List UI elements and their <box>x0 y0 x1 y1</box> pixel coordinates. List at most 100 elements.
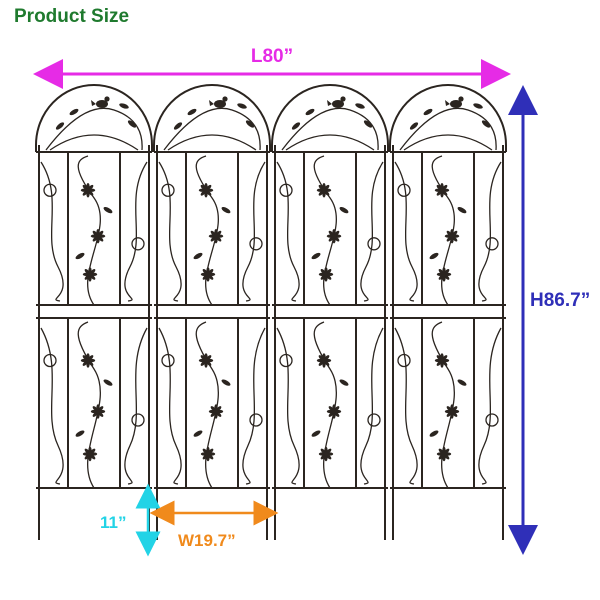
flower-ornament <box>444 404 460 419</box>
leaf-ornament <box>311 430 321 437</box>
length-label: L80” <box>251 46 293 67</box>
leaf-ornament <box>423 108 433 116</box>
trellis-panel <box>153 84 271 540</box>
flower-ornament <box>80 353 96 368</box>
trellis-panel <box>389 84 507 540</box>
scroll-curl <box>279 353 293 368</box>
leaf-ornament <box>187 108 197 116</box>
leaf-ornament <box>429 252 439 260</box>
page-title: Product Size <box>14 6 130 27</box>
center-vine <box>431 155 455 306</box>
flower-ornament <box>80 183 96 198</box>
arch-vine <box>49 134 139 151</box>
flower-ornament <box>318 267 334 282</box>
center-vine <box>195 155 219 306</box>
leaf-ornament <box>221 206 231 214</box>
scroll-curl <box>249 413 263 427</box>
arch-vine <box>167 134 257 151</box>
flower-ornament <box>90 228 106 244</box>
leaf-ornament <box>339 379 349 386</box>
leaf-ornament <box>355 103 365 109</box>
scroll-curl <box>485 237 499 251</box>
side-scroll <box>276 327 300 485</box>
flower-ornament <box>90 404 106 419</box>
arch-vine <box>403 134 493 151</box>
flower-ornament <box>316 183 332 198</box>
panel-arch <box>271 84 389 152</box>
leaf-ornament <box>237 103 247 109</box>
leaf-ornament <box>409 122 419 130</box>
arch-vine <box>281 107 379 151</box>
center-vine <box>77 321 101 489</box>
arch-vine <box>399 107 497 151</box>
leaf-ornament <box>193 430 203 437</box>
leaf-ornament <box>55 122 65 130</box>
leaf-ornament <box>193 252 203 260</box>
center-vine <box>431 321 455 489</box>
bird-ornament <box>327 96 346 108</box>
leaf-ornament <box>103 206 113 214</box>
flower-ornament <box>434 183 450 198</box>
flower-ornament <box>200 267 216 282</box>
panel-arch <box>389 84 507 152</box>
flower-ornament <box>444 228 460 244</box>
side-scroll <box>478 161 502 302</box>
side-scroll <box>394 161 418 302</box>
leaf-ornament <box>473 103 483 109</box>
scroll-curl <box>43 183 57 197</box>
side-scroll <box>478 327 502 485</box>
scroll-curl <box>367 413 381 427</box>
side-scroll <box>124 327 148 485</box>
flower-ornament <box>208 404 224 419</box>
leaf-ornament <box>481 120 491 128</box>
height-label: H86.7” <box>530 290 590 311</box>
leaf-ornament <box>457 206 467 214</box>
side-scroll <box>40 327 64 485</box>
scroll-curl <box>397 183 411 197</box>
flower-ornament <box>436 446 452 462</box>
leg-label: 11” <box>100 513 126 532</box>
flower-ornament <box>318 446 334 462</box>
center-vine <box>77 155 101 306</box>
width-dimension: W19.7” <box>149 500 279 550</box>
scroll-curl <box>161 353 175 368</box>
arch-vine <box>45 107 143 151</box>
leaf-ornament <box>429 430 439 437</box>
flower-ornament <box>198 183 214 198</box>
flower-ornament <box>82 267 98 282</box>
leaf-ornament <box>291 122 301 130</box>
side-scroll <box>158 161 182 302</box>
leaf-ornament <box>75 430 85 437</box>
width-label: W19.7” <box>178 531 236 550</box>
leaf-ornament <box>363 120 373 128</box>
side-scroll <box>242 161 266 302</box>
trellis-panel <box>271 84 389 540</box>
flower-ornament <box>208 228 224 244</box>
leaf-ornament <box>103 379 113 386</box>
leaf-ornament <box>173 122 183 130</box>
trellis-panel <box>35 84 153 540</box>
flower-ornament <box>316 353 332 368</box>
scroll-curl <box>367 237 381 251</box>
scroll-curl <box>279 183 293 197</box>
arch-vine <box>285 134 375 151</box>
leaf-ornament <box>457 379 467 386</box>
scroll-curl <box>249 237 263 251</box>
leaf-ornament <box>305 108 315 116</box>
side-scroll <box>360 161 384 302</box>
flower-ornament <box>326 228 342 244</box>
trellis-panels <box>35 84 507 540</box>
scroll-curl <box>485 413 499 427</box>
flower-ornament <box>200 446 216 462</box>
side-scroll <box>242 327 266 485</box>
leaf-ornament <box>245 120 255 128</box>
height-dimension: H86.7” <box>508 85 590 555</box>
bird-ornament <box>209 96 228 108</box>
length-dimension: L80” <box>33 46 511 89</box>
side-scroll <box>158 327 182 485</box>
flower-ornament <box>82 446 98 462</box>
side-scroll <box>394 327 418 485</box>
leaf-ornament <box>75 252 85 260</box>
leaf-ornament <box>311 252 321 260</box>
